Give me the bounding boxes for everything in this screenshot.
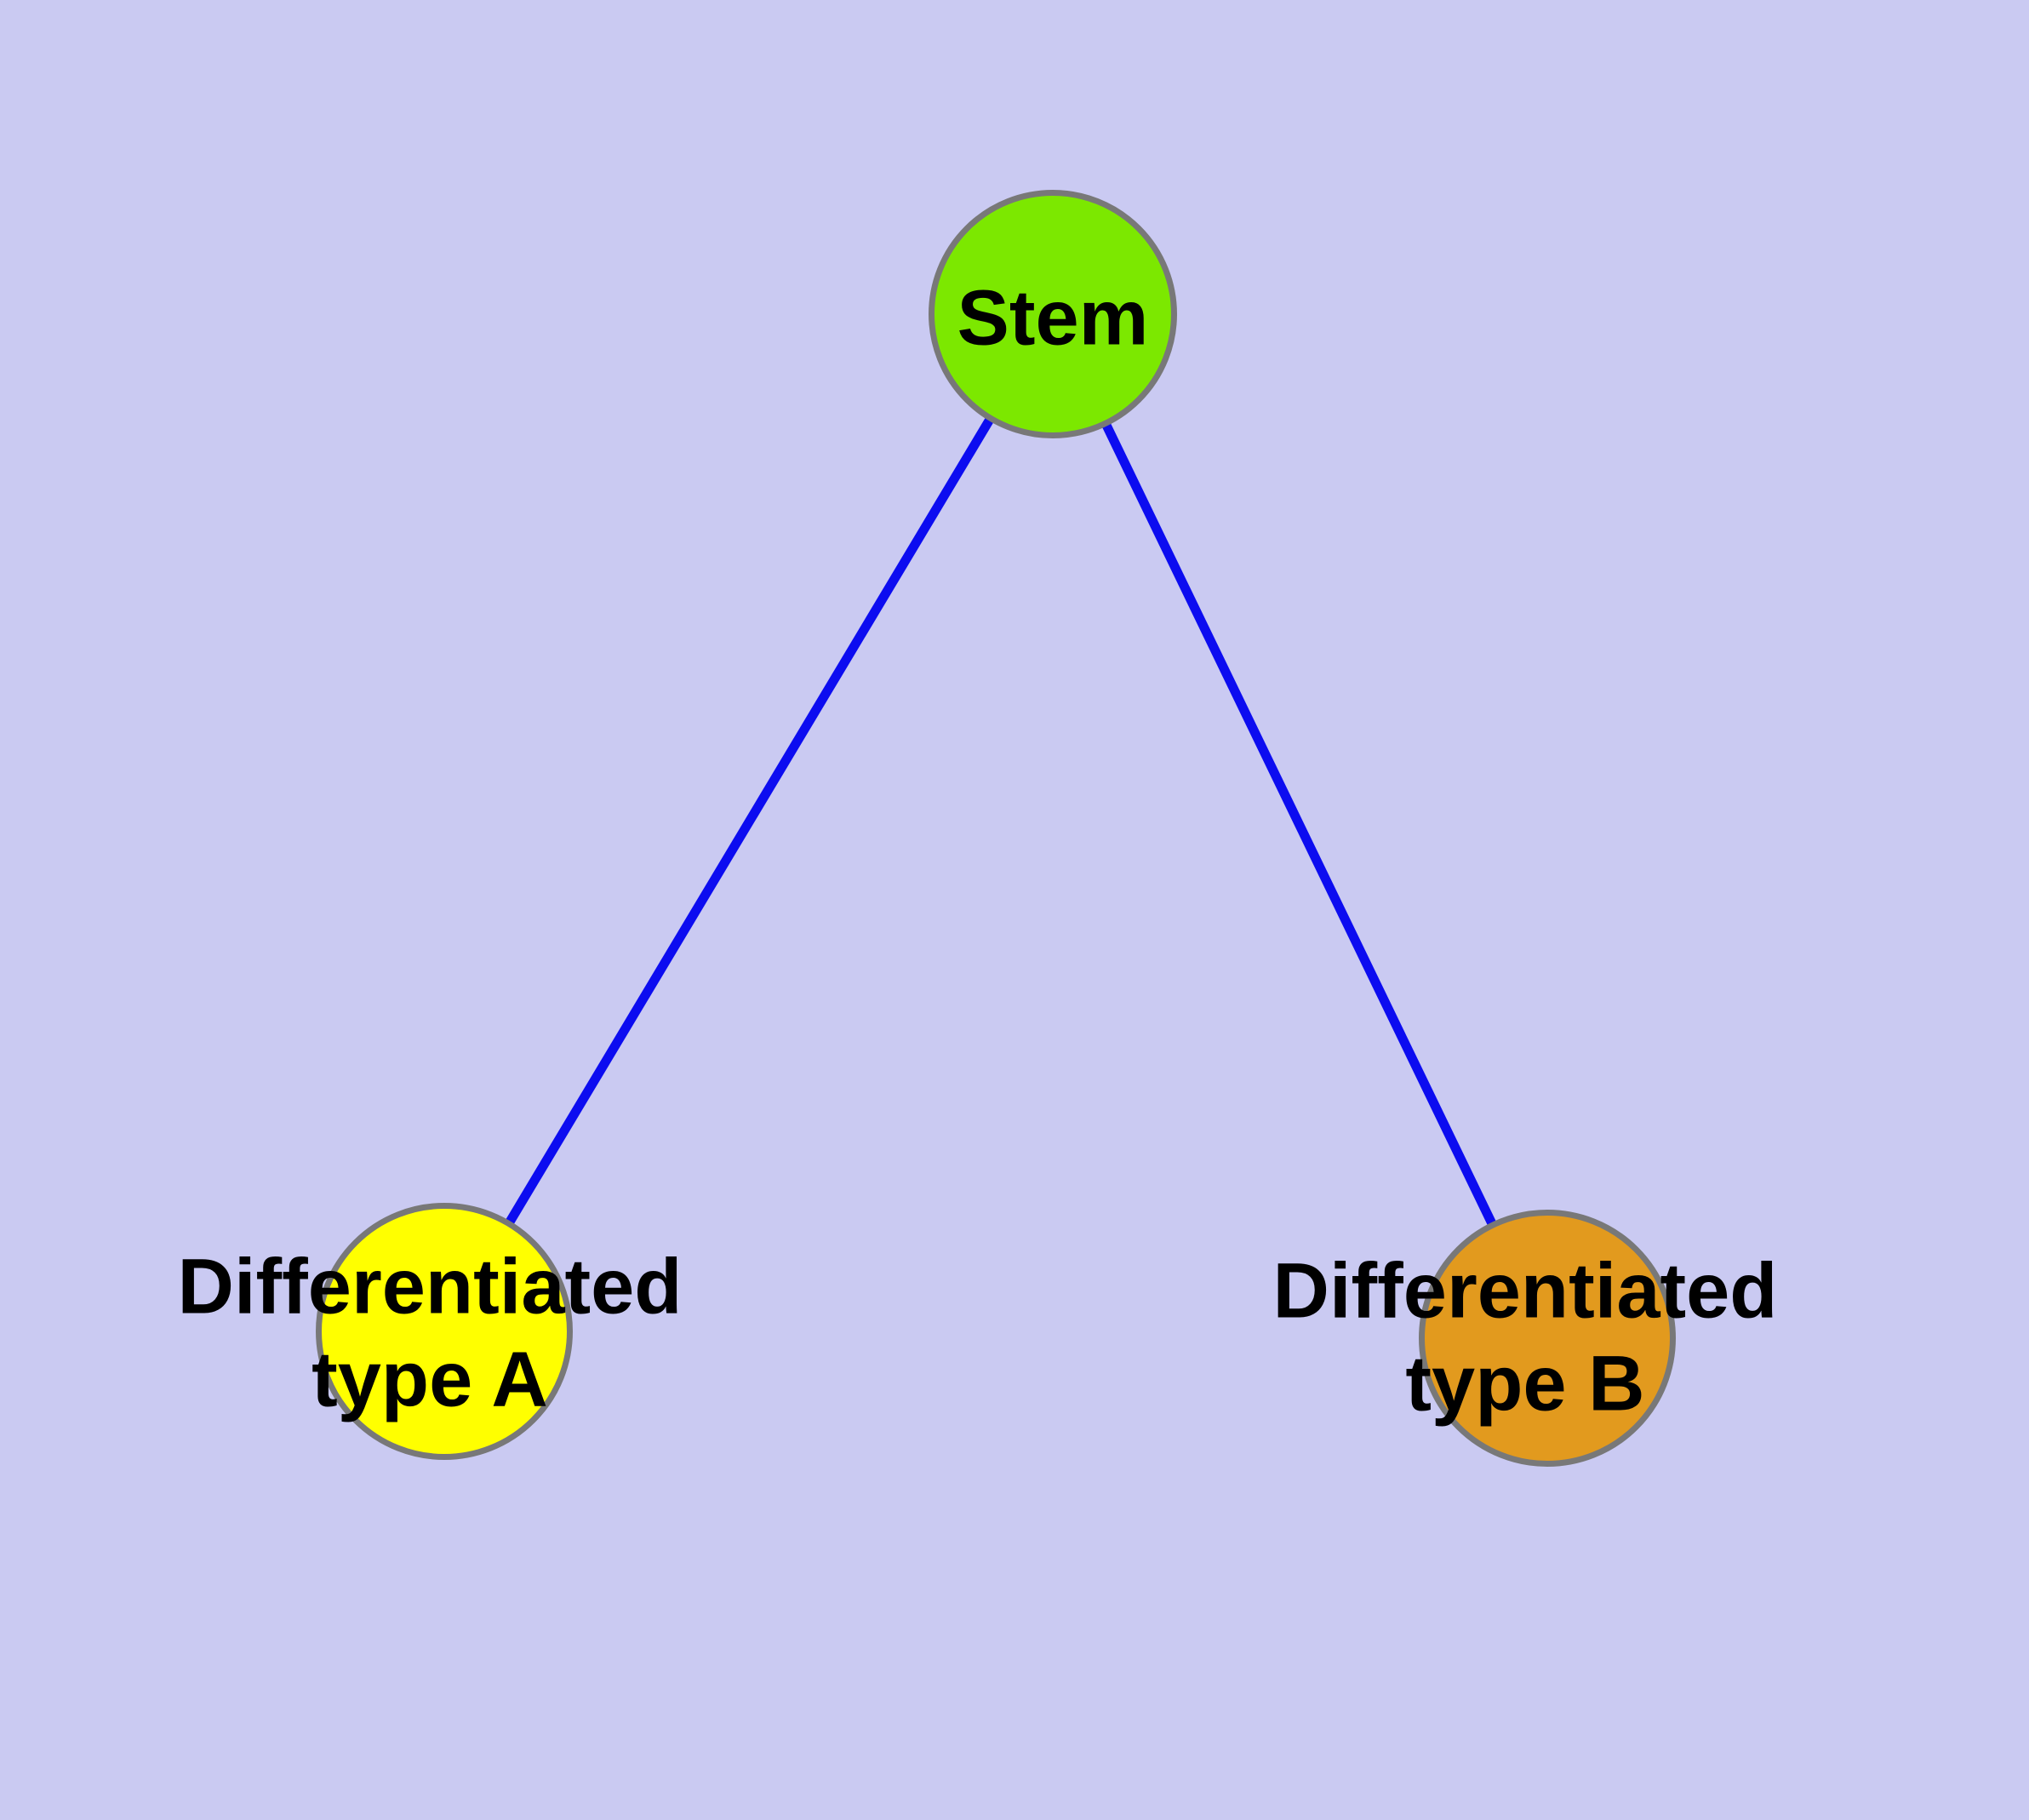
node-stem	[929, 190, 1177, 438]
node-type-a	[316, 1203, 573, 1460]
node-type-b	[1419, 1210, 1676, 1467]
edge-stem-type-b	[1049, 312, 1552, 1341]
edge-stem-type-a	[440, 312, 1057, 1334]
